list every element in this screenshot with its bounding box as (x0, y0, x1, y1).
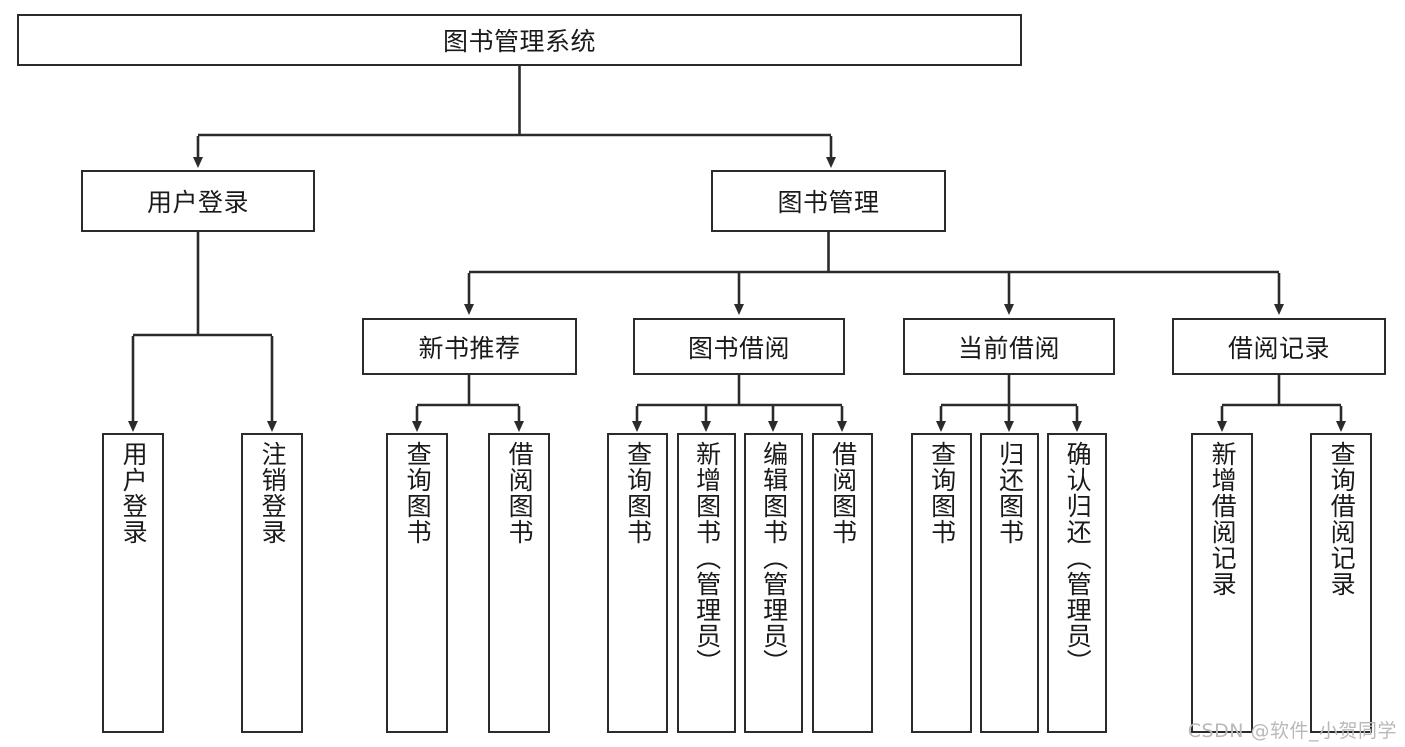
node-leaf-add-record[interactable]: 新增借阅记录 (1191, 433, 1253, 733)
node-leaf-query-book-2-label: 查询图书 (623, 441, 653, 545)
node-book-manage-label: 图书管理 (777, 188, 880, 217)
node-leaf-borrow-book-1[interactable]: 借阅图书 (488, 433, 550, 733)
node-leaf-confirm-return-label: 确认归还（管理员） (1063, 441, 1093, 675)
node-leaf-user-login[interactable]: 用户登录 (102, 433, 164, 733)
watermark-text: CSDN @软件_小贺同学 (1187, 720, 1397, 742)
node-leaf-return-book[interactable]: 归还图书 (980, 433, 1039, 733)
node-leaf-add-record-label: 新增借阅记录 (1208, 441, 1238, 597)
node-book-borrow[interactable]: 图书借阅 (633, 318, 845, 375)
node-leaf-query-record[interactable]: 查询借阅记录 (1310, 433, 1372, 733)
node-leaf-confirm-return[interactable]: 确认归还（管理员） (1047, 433, 1107, 733)
node-leaf-add-book-label: 新增图书（管理员） (692, 441, 722, 675)
node-leaf-return-book-label: 归还图书 (995, 441, 1025, 545)
node-leaf-query-record-label: 查询借阅记录 (1327, 441, 1357, 597)
node-leaf-query-book-1-label: 查询图书 (403, 441, 433, 545)
node-user-login[interactable]: 用户登录 (81, 170, 315, 232)
node-leaf-user-login-label: 用户登录 (119, 441, 149, 545)
node-leaf-query-book-1[interactable]: 查询图书 (386, 433, 448, 733)
node-borrow-record-label: 借阅记录 (1227, 333, 1330, 363)
node-leaf-borrow-book-2[interactable]: 借阅图书 (812, 433, 873, 733)
node-root[interactable]: 图书管理系统 (17, 14, 1022, 66)
node-leaf-query-book-2[interactable]: 查询图书 (607, 433, 668, 733)
node-new-book-recommend[interactable]: 新书推荐 (362, 318, 577, 375)
node-root-label: 图书管理系统 (442, 27, 596, 56)
node-new-book-recommend-label: 新书推荐 (418, 333, 521, 363)
node-user-login-label: 用户登录 (146, 188, 249, 217)
node-leaf-edit-book-label: 编辑图书（管理员） (759, 441, 789, 675)
node-leaf-query-book-3[interactable]: 查询图书 (911, 433, 972, 733)
node-book-manage[interactable]: 图书管理 (711, 170, 946, 232)
node-leaf-query-book-3-label: 查询图书 (927, 441, 957, 545)
node-leaf-add-book[interactable]: 新增图书（管理员） (677, 433, 736, 733)
node-leaf-logout[interactable]: 注销登录 (241, 433, 303, 733)
node-borrow-record[interactable]: 借阅记录 (1172, 318, 1386, 375)
node-book-borrow-label: 图书借阅 (687, 333, 790, 363)
node-current-borrow[interactable]: 当前借阅 (903, 318, 1115, 375)
node-leaf-borrow-book-1-label: 借阅图书 (505, 441, 535, 545)
node-leaf-borrow-book-2-label: 借阅图书 (828, 441, 858, 545)
node-leaf-logout-label: 注销登录 (258, 441, 288, 545)
node-current-borrow-label: 当前借阅 (957, 333, 1060, 363)
node-leaf-edit-book[interactable]: 编辑图书（管理员） (744, 433, 803, 733)
